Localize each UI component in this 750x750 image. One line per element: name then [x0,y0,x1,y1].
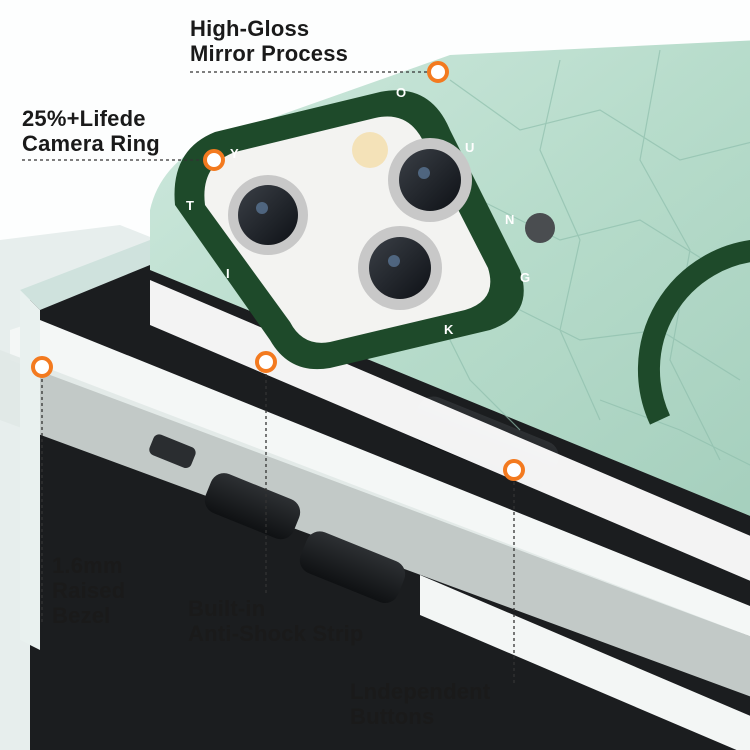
marker-camera-ring [203,149,225,171]
marker-shock-strip [255,351,277,373]
callout-shock-line1: Built-in [188,596,266,621]
raised-bezel [20,240,150,650]
ring-letter-k: K [444,322,454,337]
callout-shock-line2: Anti-Shock Strip [188,621,364,646]
side-frame [0,225,750,750]
callout-camera-ring: 25%+Lifede Camera Ring [22,106,160,156]
callout-buttons-line2: Buttons [350,704,435,729]
callout-independent-buttons: Lndependent Buttons [350,679,490,729]
callout-bezel-line3: Bezel [52,603,111,628]
ring-letter-u: U [465,140,474,155]
callout-markers [31,61,525,481]
camera-module: T Y O U N G K I [174,85,555,370]
ring-letter-g: G [520,270,530,285]
callout-bezel-line2: Raised [52,578,126,603]
callout-raised-bezel: 1.6mm Raised Bezel [52,553,125,628]
callout-mirror-line2: Mirror Process [190,41,349,66]
leader-lines [22,71,515,683]
callout-anti-shock-strip: Built-in Anti-Shock Strip [188,596,364,646]
ring-letter-y: Y [230,146,239,161]
callout-mirror-process: High-Gloss Mirror Process [190,16,348,66]
callout-mirror-line1: High-Gloss [190,16,310,41]
magsafe-ring [637,240,750,425]
ring-letter-t: T [186,198,194,213]
ring-letter-i: I [226,266,230,281]
marker-mirror [427,61,449,83]
callout-camera-ring-line1: 25%+Lifede [22,106,146,131]
marker-bezel [31,356,53,378]
marker-buttons [503,459,525,481]
callout-bezel-line1: 1.6mm [52,553,123,578]
ring-letter-n: N [505,212,514,227]
callout-buttons-line1: Lndependent [350,679,491,704]
callout-camera-ring-line2: Camera Ring [22,131,160,156]
ring-letter-o: O [396,85,406,100]
